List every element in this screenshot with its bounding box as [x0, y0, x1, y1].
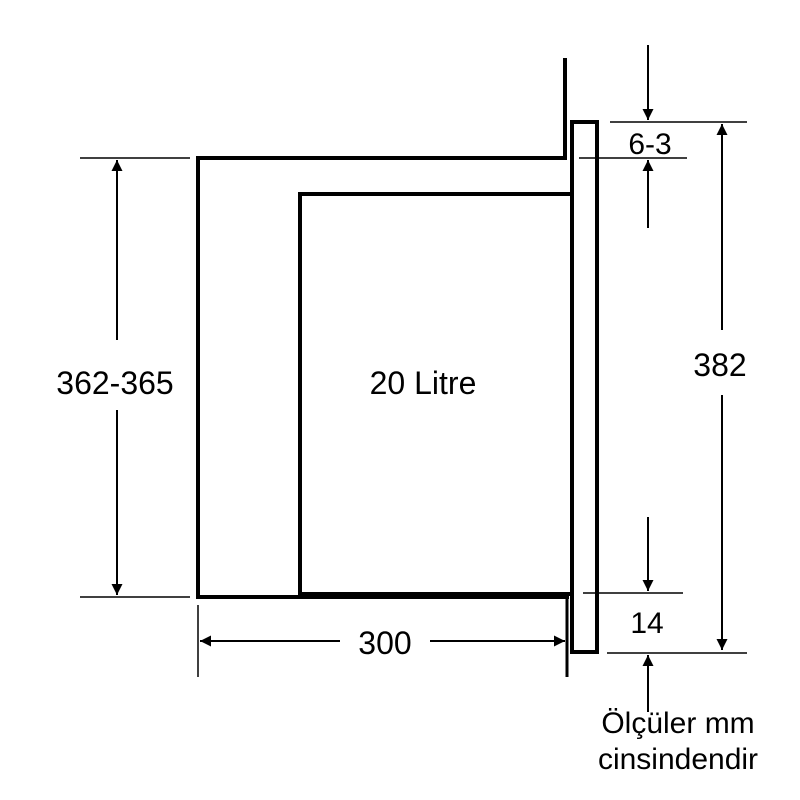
top-gap-label: 6-3 [628, 128, 671, 161]
depth-label: 300 [358, 625, 411, 661]
appliance-front-panel [570, 120, 599, 654]
cabinet-height-label: 362-365 [56, 365, 173, 401]
bottom-gap-label: 14 [630, 607, 663, 640]
cabinet-outline [196, 58, 569, 599]
front-height-label: 382 [693, 347, 746, 383]
appliance-body [298, 192, 572, 596]
unit-note-line2: cinsindendir [598, 743, 758, 776]
unit-note-line1: Ölçüler mm [601, 707, 754, 740]
volume-label: 20 Litre [370, 365, 477, 401]
